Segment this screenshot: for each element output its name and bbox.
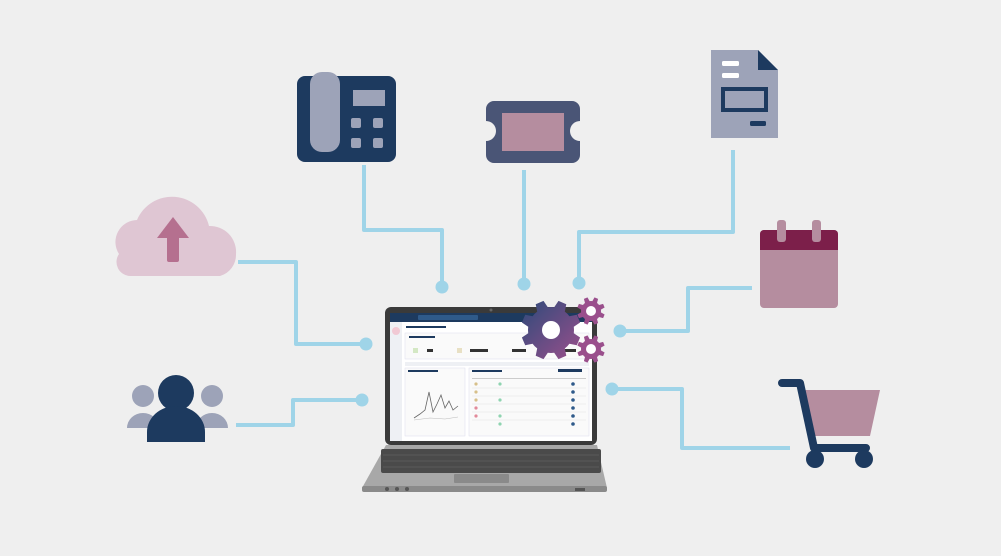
connector-phone [362, 165, 444, 287]
dot-cart [605, 382, 619, 396]
connector-dots [355, 276, 627, 407]
connector-cloud [238, 260, 366, 346]
dot-users [355, 393, 369, 407]
desk-phone-icon [297, 72, 396, 162]
users-icon [127, 375, 228, 442]
document-icon [711, 50, 778, 138]
card-reader-icon [486, 101, 580, 163]
laptop-touchpad [454, 474, 509, 483]
connector-document [577, 150, 735, 283]
gear-small-bottom-hole [586, 344, 596, 354]
shopping-cart-icon [778, 379, 880, 468]
gear-small-top-hole [586, 306, 596, 316]
gear-large-hole [542, 321, 560, 339]
connector-calendar [620, 286, 752, 333]
calendar-icon [760, 220, 838, 308]
dot-document [572, 276, 586, 290]
dot-card-reader [517, 277, 531, 291]
dot-calendar [613, 324, 627, 338]
connector-users [236, 398, 362, 427]
cloud-upload-icon [115, 196, 237, 276]
dot-phone [435, 280, 449, 294]
connector-cart [612, 387, 790, 450]
dot-cloud [359, 337, 373, 351]
mini-dashboard [390, 313, 592, 441]
connectors [236, 150, 790, 450]
gears-icon [521, 297, 605, 363]
